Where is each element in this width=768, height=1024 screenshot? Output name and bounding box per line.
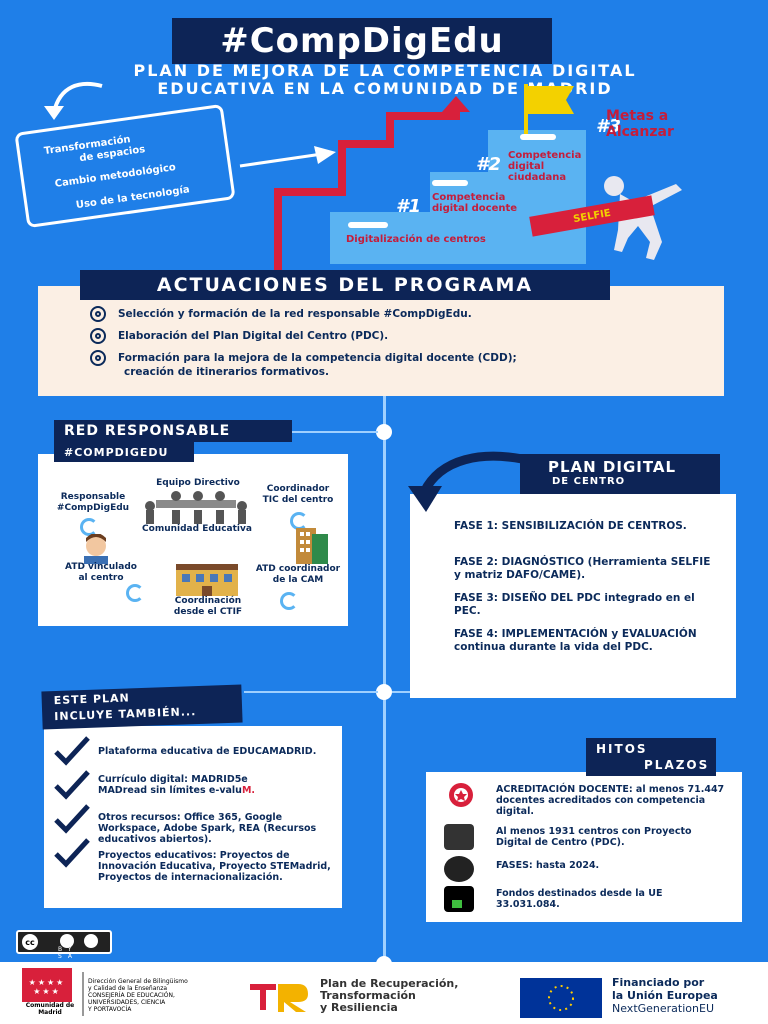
actuacion-item-3-cont: creación de itinerarios formativos. [124, 366, 329, 378]
red-responsable-header: RED RESPONSABLE [54, 420, 292, 442]
footer-divider [82, 972, 84, 1016]
by-icon [60, 934, 74, 948]
page-subtitle: PLAN DE MEJORA DE LA COMPETENCIA DIGITAL… [60, 62, 710, 98]
steps-icon [444, 856, 474, 882]
hito-acreditacion: ACREDITACIÓN DOCENTE: al menos 71.447 do… [496, 784, 725, 817]
fase-1: FASE 1: SENSIBILIZACIÓN DE CENTROS. [454, 520, 687, 532]
actuaciones-header: ACTUACIONES DEL PROGRAMA [80, 270, 610, 300]
cycle-icon [126, 584, 144, 602]
curved-arrow-icon [408, 451, 538, 512]
step-label-digitalizacion: Digitalización de centros [346, 234, 486, 245]
award-badge-icon [449, 783, 473, 807]
incluye-card [44, 726, 342, 908]
cycle-icon [80, 518, 98, 536]
incluye-item-educamadrid: Plataforma educativa de EDUCAMADRID. [98, 746, 317, 757]
actuacion-item-2: Elaboración del Plan Digital del Centro … [90, 328, 388, 344]
stair-highlight [520, 134, 556, 140]
target-icon [90, 328, 106, 344]
cc-icon: cc [22, 934, 38, 950]
hito-fondos: Fondos destinados desde la UE 33.031.084… [496, 888, 663, 910]
step-label-ciudadana: Competencia digital ciudadana [508, 150, 582, 183]
eu-flag-icon [520, 978, 602, 1018]
actuacion-item-1: Selección y formación de la red responsa… [90, 306, 472, 322]
plan-digital-card [410, 494, 736, 698]
cam-logo-label: Comunidad de Madrid [25, 1002, 75, 1016]
money-icon [444, 886, 474, 912]
cc-license-badge: cc BY SA [16, 930, 112, 960]
fase-2: FASE 2: DIAGNÓSTICO (Herramienta SELFIE … [454, 556, 711, 581]
prtr-text: Plan de Recuperación, Transformación y R… [320, 977, 459, 1014]
checkmark-icon [54, 838, 90, 868]
right-arrow-icon [239, 146, 336, 168]
school-building-icon [176, 564, 238, 596]
incluye-header: ESTE PLAN INCLUYE TAMBIÉN... [41, 684, 243, 730]
incluye-item-curriculo: Currículo digital: MADRID5e MADread sin … [98, 774, 256, 796]
stair-step-2 [488, 130, 586, 264]
responsable-label: Responsable#CompDigEdu [56, 492, 130, 513]
goal-label: Metas a Alcanzar [606, 108, 674, 140]
cam-logo-icon: ★★★★ ★★★ [22, 968, 72, 1002]
fase-3: FASE 3: DISEÑO DEL PDC integrado en el P… [454, 592, 695, 617]
license-text: BY SA [58, 946, 79, 960]
timeline-dot [376, 684, 392, 700]
note-item-cambio: Cambio metodológico [54, 162, 177, 190]
person-icon [84, 534, 108, 564]
checkmark-icon [54, 736, 90, 766]
actuacion-item-3: Formación para la mejora de la competenc… [90, 350, 517, 366]
timeline-connector [244, 691, 378, 693]
footer: ★★★★ ★★★ Comunidad de Madrid Dirección G… [0, 962, 768, 1024]
hito-fases: FASES: hasta 2024. [496, 860, 600, 871]
prtr-logo-icon [250, 984, 308, 1012]
subtitle-line-1: PLAN DE MEJORA DE LA COMPETENCIA DIGITAL [133, 61, 637, 80]
plan-digital-subtitle: DE CENTRO [552, 476, 626, 487]
actuaciones-card: Selección y formación de la red responsa… [38, 286, 724, 396]
step-number-2: #2 [476, 154, 502, 175]
timeline-connector [292, 431, 378, 433]
office-tower-icon [296, 528, 328, 564]
checklist-icon [444, 824, 474, 850]
plan-digital-title: PLAN DIGITAL [548, 458, 677, 476]
curved-arrow-icon [44, 81, 103, 120]
hitos-header: HITOS PLAZOS [586, 738, 716, 776]
step-number-1: #1 [396, 196, 422, 217]
checkmark-icon [54, 804, 90, 834]
page-title: #CompDigEdu [172, 18, 552, 64]
plan-digital-header: PLAN DIGITAL DE CENTRO [520, 454, 720, 494]
money-note-icon [452, 900, 462, 908]
growth-arrow-icon [274, 96, 470, 272]
flag-icon [524, 84, 574, 134]
eu-text: Financiado por la Unión Europea NextGene… [612, 976, 718, 1015]
note-item-tecnologia: Uso de la tecnología [75, 184, 191, 212]
incluye-item-proyectos: Proyectos educativos: Proyectos de Innov… [98, 850, 331, 883]
hito-centros: Al menos 1931 centros con Proyecto Digit… [496, 826, 692, 848]
incluye-item-recursos: Otros recursos: Office 365, Google Works… [98, 812, 317, 845]
step-label-docente: Competencia digital docente [432, 192, 518, 214]
comunidad-educativa-label: Comunidad Educativa [142, 524, 252, 534]
step-number-3: #3 [596, 116, 622, 137]
checkmark-icon [54, 770, 90, 800]
dg-text: Dirección General de Bilingüismo y Calid… [88, 978, 188, 1013]
subtitle-line-2: EDUCATIVA EN LA COMUNIDAD DE MADRID [157, 79, 613, 98]
red-responsable-subheader: #COMPDIGEDU [54, 442, 194, 462]
hitos-card [426, 772, 742, 922]
stair-highlight [348, 222, 388, 228]
timeline-dot [376, 424, 392, 440]
target-icon [90, 306, 106, 322]
cycle-icon [280, 592, 298, 610]
meeting-icon [145, 491, 247, 524]
target-icon [90, 350, 106, 366]
sa-icon [84, 934, 98, 948]
fase-4: FASE 4: IMPLEMENTACIÓN y EVALUACIÓN cont… [454, 628, 697, 653]
stair-step-0 [330, 212, 430, 264]
equipo-directivo-label: Equipo Directivo [156, 478, 240, 488]
stair-highlight [432, 180, 468, 186]
